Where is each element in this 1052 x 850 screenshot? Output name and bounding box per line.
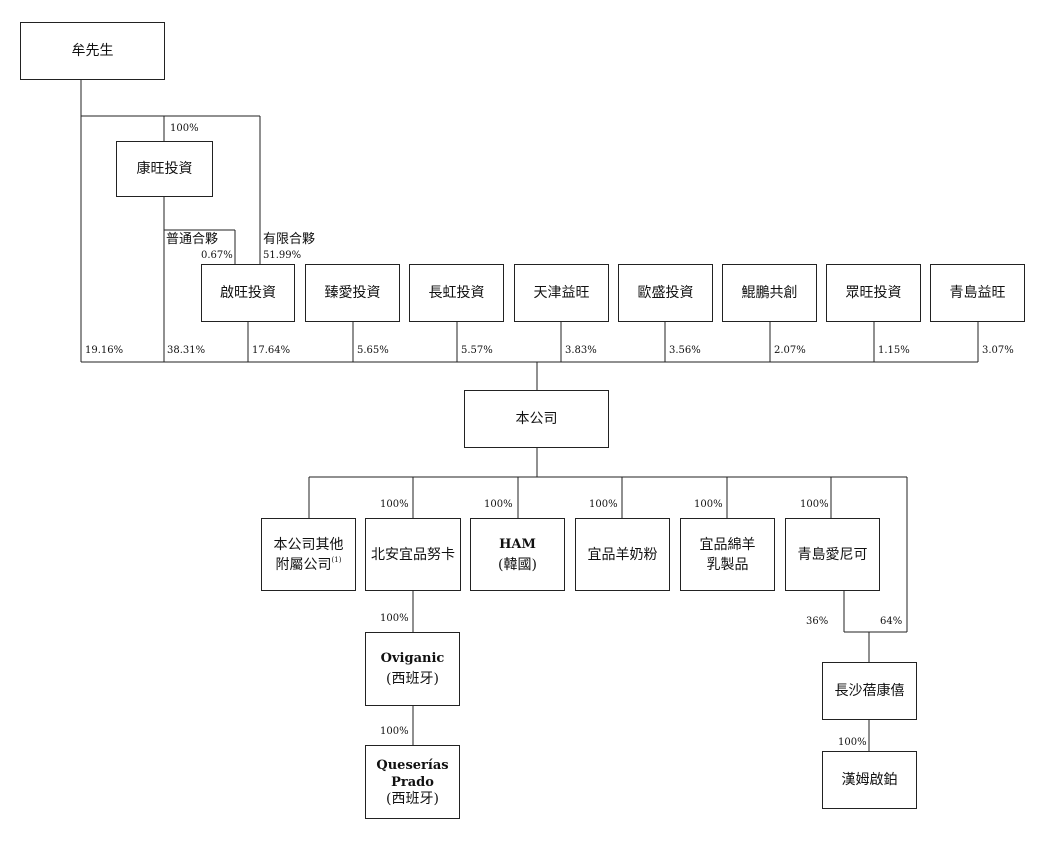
entity-sublabel: (西班牙)	[386, 671, 439, 687]
percentage-label: 2.07%	[774, 345, 806, 356]
percentage-label: 100%	[380, 613, 409, 624]
entity-ousheng: 歐盛投資	[618, 264, 713, 322]
entity-hanmu: 漢姆啟鉑	[822, 751, 917, 809]
entity-yipin-mianyang: 宜品綿羊 乳製品	[680, 518, 775, 591]
percentage-label: 17.64%	[252, 345, 291, 356]
entity-label: 眾旺投資	[845, 285, 902, 301]
percentage-label: 36%	[806, 616, 829, 627]
limited-partner-label: 有限合夥	[263, 232, 316, 247]
entity-sublabel: (韓國)	[498, 556, 537, 573]
entity-zhongwang: 眾旺投資	[826, 264, 921, 322]
entity-label: 漢姆啟鉑	[841, 772, 898, 788]
entity-label: 天津益旺	[533, 285, 590, 301]
entity-label: 本公司	[515, 411, 558, 427]
entity-zhenai: 臻愛投資	[305, 264, 400, 322]
entity-ham: HAM (韓國)	[470, 518, 565, 591]
percentage-label: 0.67%	[201, 250, 233, 261]
entity-label: 牟先生	[71, 43, 114, 59]
entity-queserias-prado: Queserías Prado (西班牙)	[365, 745, 460, 819]
entity-label: 康旺投資	[136, 161, 193, 177]
percentage-label: 38.31%	[167, 345, 206, 356]
entity-tianjin: 天津益旺	[514, 264, 609, 322]
general-partner-label: 普通合夥	[166, 232, 219, 247]
entity-label: 長沙蓓康僖	[834, 683, 905, 699]
entity-oviganic: Oviganic (西班牙)	[365, 632, 460, 706]
entity-label: 鯤鵬共創	[741, 285, 798, 301]
entity-label: 歐盛投資	[637, 285, 694, 301]
percentage-label: 5.57%	[461, 345, 493, 356]
entity-label: Oviganic	[380, 651, 445, 666]
percentage-label: 100%	[380, 726, 409, 737]
entity-label: HAM	[499, 536, 536, 552]
entity-label: 宜品綿羊	[699, 536, 756, 553]
entity-changsha: 長沙蓓康僖	[822, 662, 917, 720]
entity-label: 青島愛尼可	[797, 546, 868, 563]
entity-label: 青島益旺	[949, 285, 1006, 301]
entity-label: Prado	[391, 774, 434, 790]
percentage-label: 100%	[170, 123, 199, 134]
entity-label: 本公司其他	[273, 536, 344, 553]
entity-mou: 牟先生	[20, 22, 165, 80]
percentage-label: 100%	[484, 499, 513, 510]
percentage-label: 3.07%	[982, 345, 1014, 356]
entity-sublabel: (西班牙)	[386, 790, 439, 807]
entity-label: 啟旺投資	[220, 285, 276, 301]
percentage-label: 100%	[838, 737, 867, 748]
percentage-label: 1.15%	[878, 345, 910, 356]
percentage-label: 100%	[694, 499, 723, 510]
percentage-label: 3.83%	[565, 345, 597, 356]
percentage-label: 64%	[880, 616, 903, 627]
percentage-label: 3.56%	[669, 345, 701, 356]
entity-label: 長虹投資	[428, 285, 485, 301]
entity-qingdao-yiwang: 青島益旺	[930, 264, 1025, 322]
percentage-label: 100%	[589, 499, 618, 510]
entity-label: 宜品羊奶粉	[587, 546, 658, 563]
entity-label: 乳製品	[706, 556, 749, 573]
entity-changhong: 長虹投資	[409, 264, 504, 322]
entity-beian: 北安宜品努卡	[365, 518, 461, 591]
entity-kangwang: 康旺投資	[116, 141, 213, 197]
entity-label: 北安宜品努卡	[371, 546, 455, 563]
entity-other-subsidiaries: 本公司其他 附屬公司(1)	[261, 518, 356, 591]
entity-kunpeng: 鯤鵬共創	[722, 264, 817, 322]
entity-label: Queserías	[376, 757, 449, 773]
percentage-label: 5.65%	[357, 345, 389, 356]
entity-qingdao-aini: 青島愛尼可	[785, 518, 880, 591]
percentage-label: 19.16%	[85, 345, 124, 356]
footnote-marker: (1)	[331, 555, 342, 564]
entity-yipin-milk: 宜品羊奶粉	[575, 518, 670, 591]
entity-qiwang: 啟旺投資	[201, 264, 295, 322]
percentage-label: 100%	[380, 499, 409, 510]
percentage-label: 100%	[800, 499, 829, 510]
entity-company: 本公司	[464, 390, 609, 448]
entity-label: 附屬公司	[275, 556, 332, 573]
entity-label: 臻愛投資	[324, 285, 381, 301]
percentage-label: 51.99%	[263, 250, 302, 261]
